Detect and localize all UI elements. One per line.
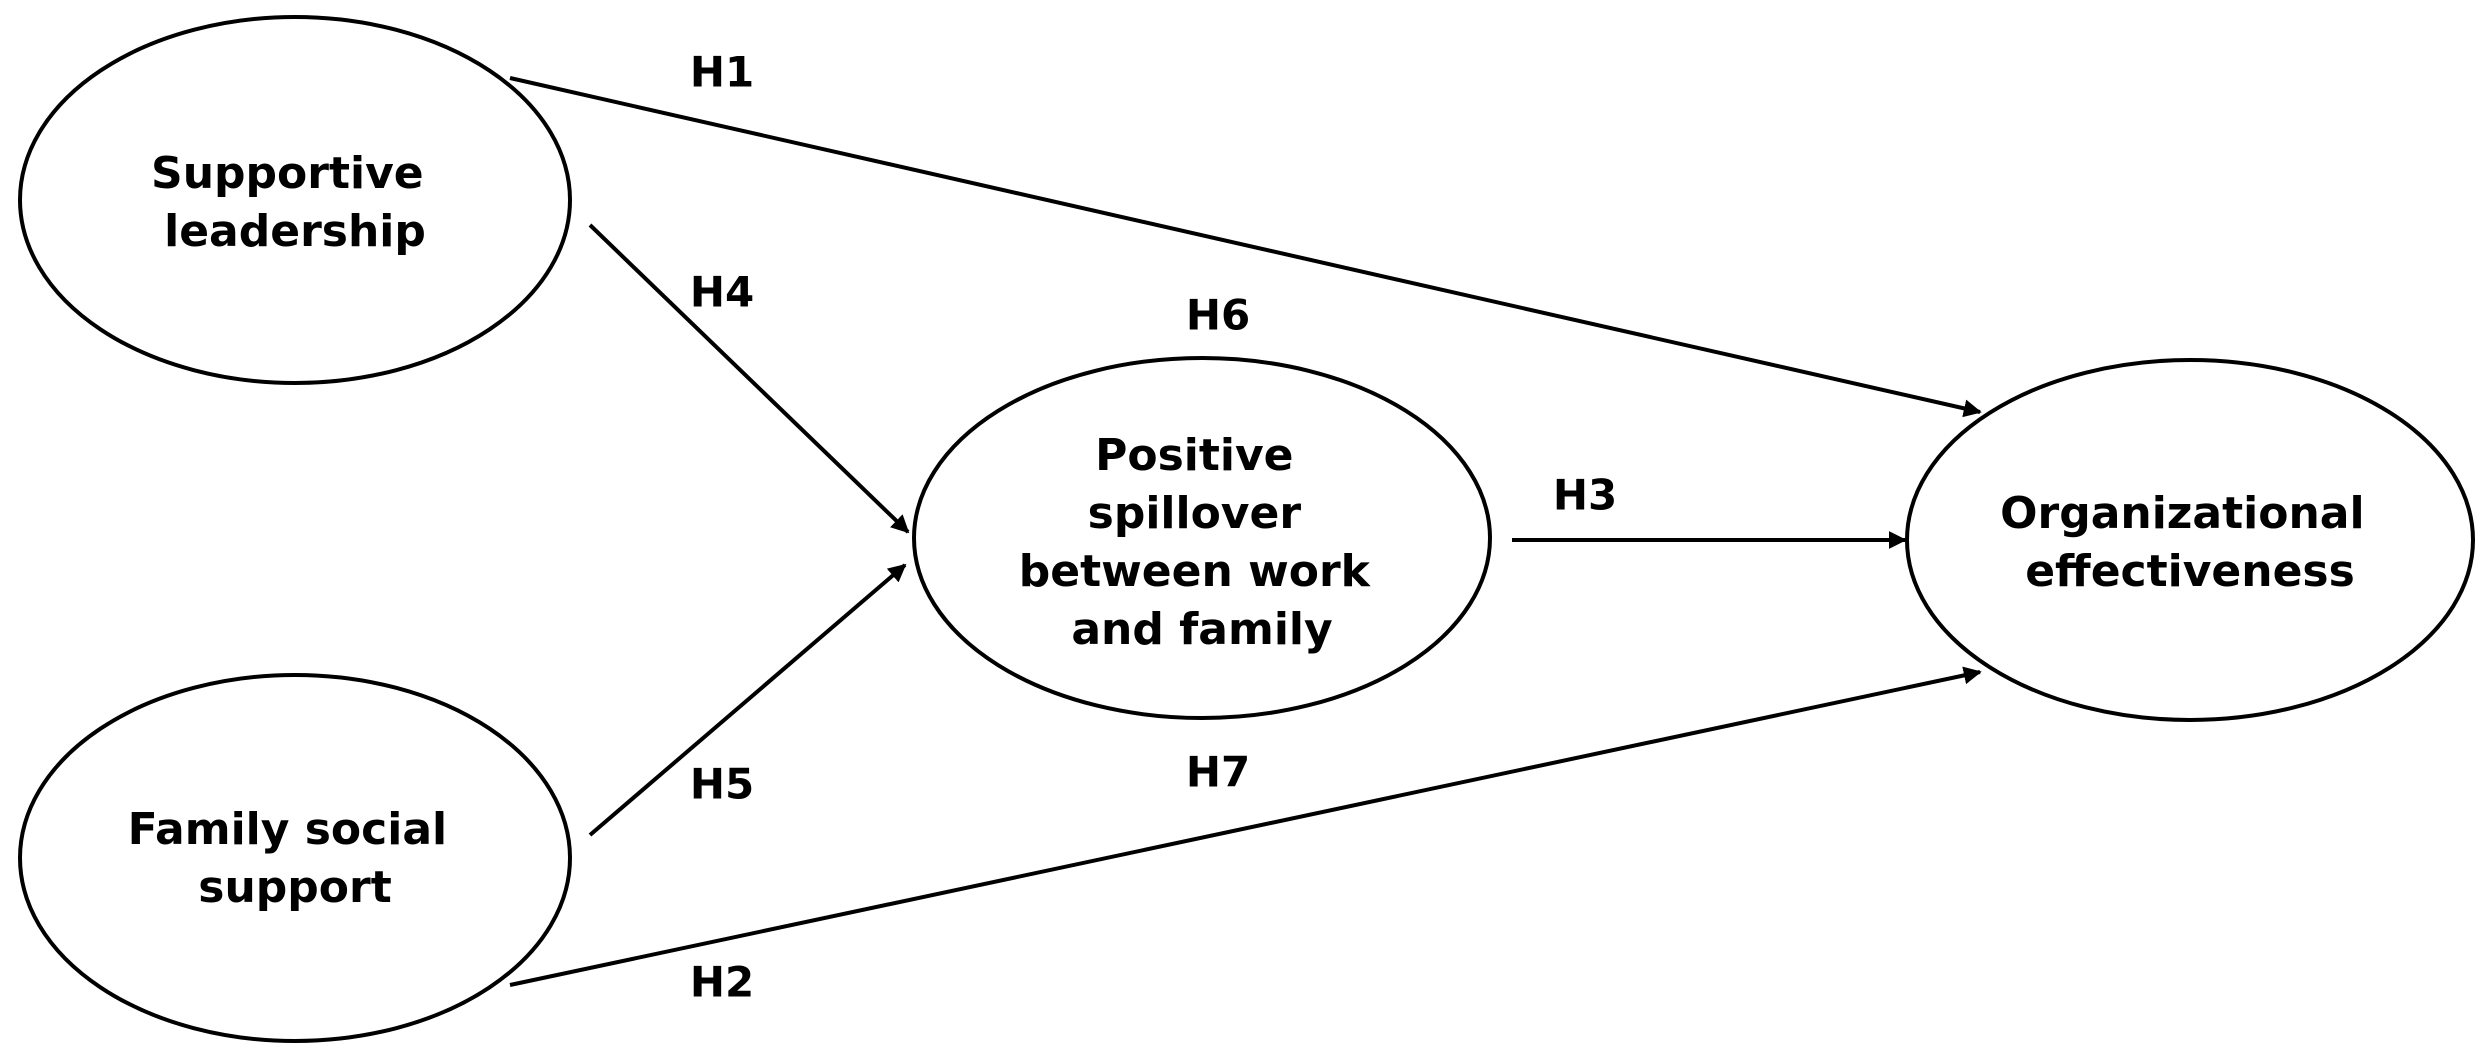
- edge-label-h2: H2: [690, 958, 754, 1007]
- node-family-social-support-label: Family social support: [128, 804, 463, 913]
- edge-label-h7: H7: [1186, 748, 1250, 797]
- node-organizational-effectiveness-ellipse: [1905, 358, 2475, 722]
- node-organizational-effectiveness-label-line-2: effectiveness: [2025, 546, 2355, 597]
- edge-label-h4: H4: [690, 268, 754, 317]
- node-positive-spillover-label-line-1: Positive: [1095, 430, 1293, 481]
- node-organizational-effectiveness-label: Organizational effectiveness: [2000, 488, 2380, 597]
- edge-h5-arrow: [588, 563, 907, 837]
- node-family-social-support-label-line-2: support: [198, 862, 391, 913]
- edge-h2-arrow: [509, 666, 1982, 987]
- node-family-social-support-label-line-1: Family social: [128, 804, 448, 855]
- node-family-social-support: Family social support: [18, 673, 572, 1043]
- node-supportive-leadership-label-line-1: Supportive: [151, 148, 424, 199]
- node-supportive-leadership-label-line-2: leadership: [164, 206, 426, 257]
- edge-label-h1: H1: [690, 48, 754, 97]
- edge-label-h5: H5: [690, 760, 754, 809]
- edge-h4-arrow: [588, 223, 910, 534]
- node-positive-spillover-label: Positive spillover between work and fami…: [1019, 430, 1386, 655]
- node-positive-spillover-label-line-2: spillover: [1088, 488, 1302, 539]
- node-organizational-effectiveness: Organizational effectiveness: [1905, 358, 2475, 722]
- node-supportive-leadership: Supportive leadership: [18, 15, 572, 385]
- node-positive-spillover-label-line-3: between work: [1019, 546, 1372, 597]
- node-positive-spillover-ellipse: [912, 356, 1492, 720]
- edge-h1-arrow: [509, 76, 1982, 418]
- node-family-social-support-ellipse: [18, 673, 572, 1043]
- node-supportive-leadership-label: Supportive leadership: [151, 148, 439, 257]
- node-organizational-effectiveness-label-line-1: Organizational: [2000, 488, 2364, 539]
- node-supportive-leadership-ellipse: [18, 15, 572, 385]
- edge-label-h3: H3: [1553, 471, 1617, 520]
- node-positive-spillover-label-line-4: and family: [1071, 604, 1332, 655]
- edge-label-h6: H6: [1186, 291, 1250, 340]
- node-positive-spillover: Positive spillover between work and fami…: [912, 356, 1492, 720]
